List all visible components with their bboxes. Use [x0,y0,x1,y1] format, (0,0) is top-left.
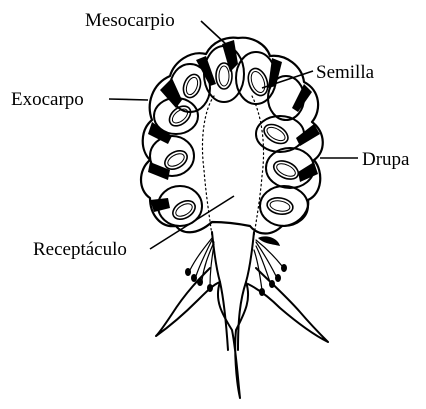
label-mesocarpio: Mesocarpio [85,10,228,46]
leader-mesocarpio [201,21,228,46]
receptacle-outline [202,96,263,236]
sepals [156,268,328,398]
drupelets [150,46,314,226]
label-mesocarpio-text: Mesocarpio [85,10,175,31]
label-drupa: Drupa [320,149,410,170]
label-exocarpo-text: Exocarpo [11,89,84,110]
leader-exocarpo [109,99,148,100]
drupelet [150,136,194,176]
label-drupa-text: Drupa [362,149,410,170]
label-semilla-text: Semilla [316,62,375,83]
fruit-illustration [141,38,328,398]
drupelet [256,116,304,152]
drupelet [260,186,308,226]
label-receptaculo-text: Receptáculo [33,239,127,260]
stamens [185,236,287,296]
label-exocarpo: Exocarpo [11,89,148,110]
